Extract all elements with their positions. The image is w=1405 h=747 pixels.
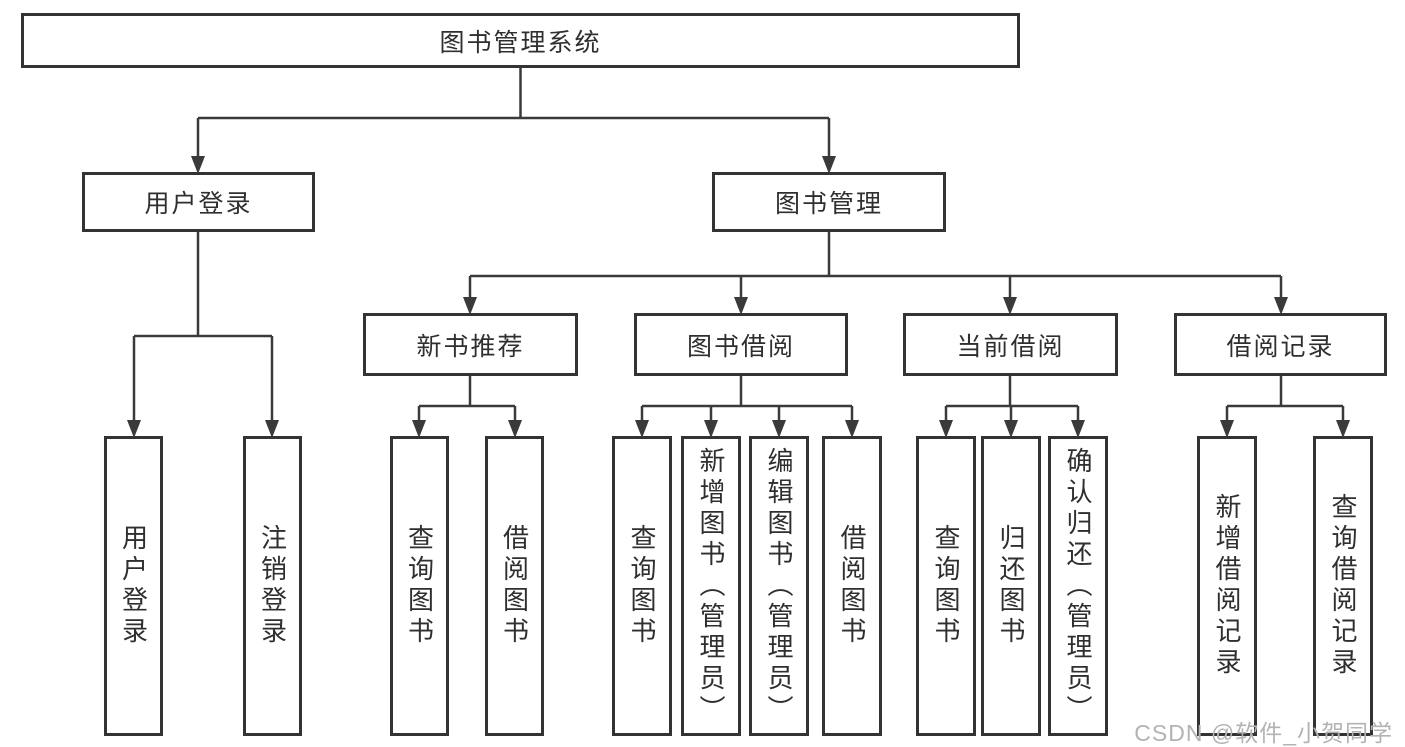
leaf-return-books: 归还图书 [981, 436, 1041, 736]
node-current-borrow: 当前借阅 [903, 313, 1118, 376]
leaf-query-books-borrow: 查询图书 [612, 436, 672, 736]
leaf-borrow-books-recommend: 借阅图书 [485, 436, 544, 736]
leaf-query-books-recommend: 查询图书 [390, 436, 449, 736]
tree-edges [132, 68, 1345, 423]
node-new-book-recommend: 新书推荐 [363, 313, 578, 376]
leaf-query-borrow-record: 查询借阅记录 [1313, 436, 1373, 736]
node-root-system: 图书管理系统 [21, 13, 1020, 68]
leaf-confirm-return-admin: 确认归还（管理员） [1048, 436, 1108, 736]
node-book-borrow: 图书借阅 [634, 313, 848, 376]
node-borrow-records: 借阅记录 [1174, 313, 1387, 376]
node-book-management: 图书管理 [712, 172, 946, 232]
node-user-login: 用户登录 [82, 172, 315, 232]
leaf-logout: 注销登录 [243, 436, 302, 736]
leaf-borrow-books: 借阅图书 [822, 436, 882, 736]
leaf-add-borrow-record: 新增借阅记录 [1197, 436, 1257, 736]
leaf-user-login: 用户登录 [104, 436, 163, 736]
leaf-edit-books-admin: 编辑图书（管理员） [749, 436, 809, 736]
leaf-add-books-admin: 新增图书（管理员） [681, 436, 741, 736]
csdn-watermark: CSDN @软件_小贺同学 [1134, 720, 1393, 746]
leaf-query-books-current: 查询图书 [916, 436, 976, 736]
arrow-down-icons [127, 156, 1350, 438]
